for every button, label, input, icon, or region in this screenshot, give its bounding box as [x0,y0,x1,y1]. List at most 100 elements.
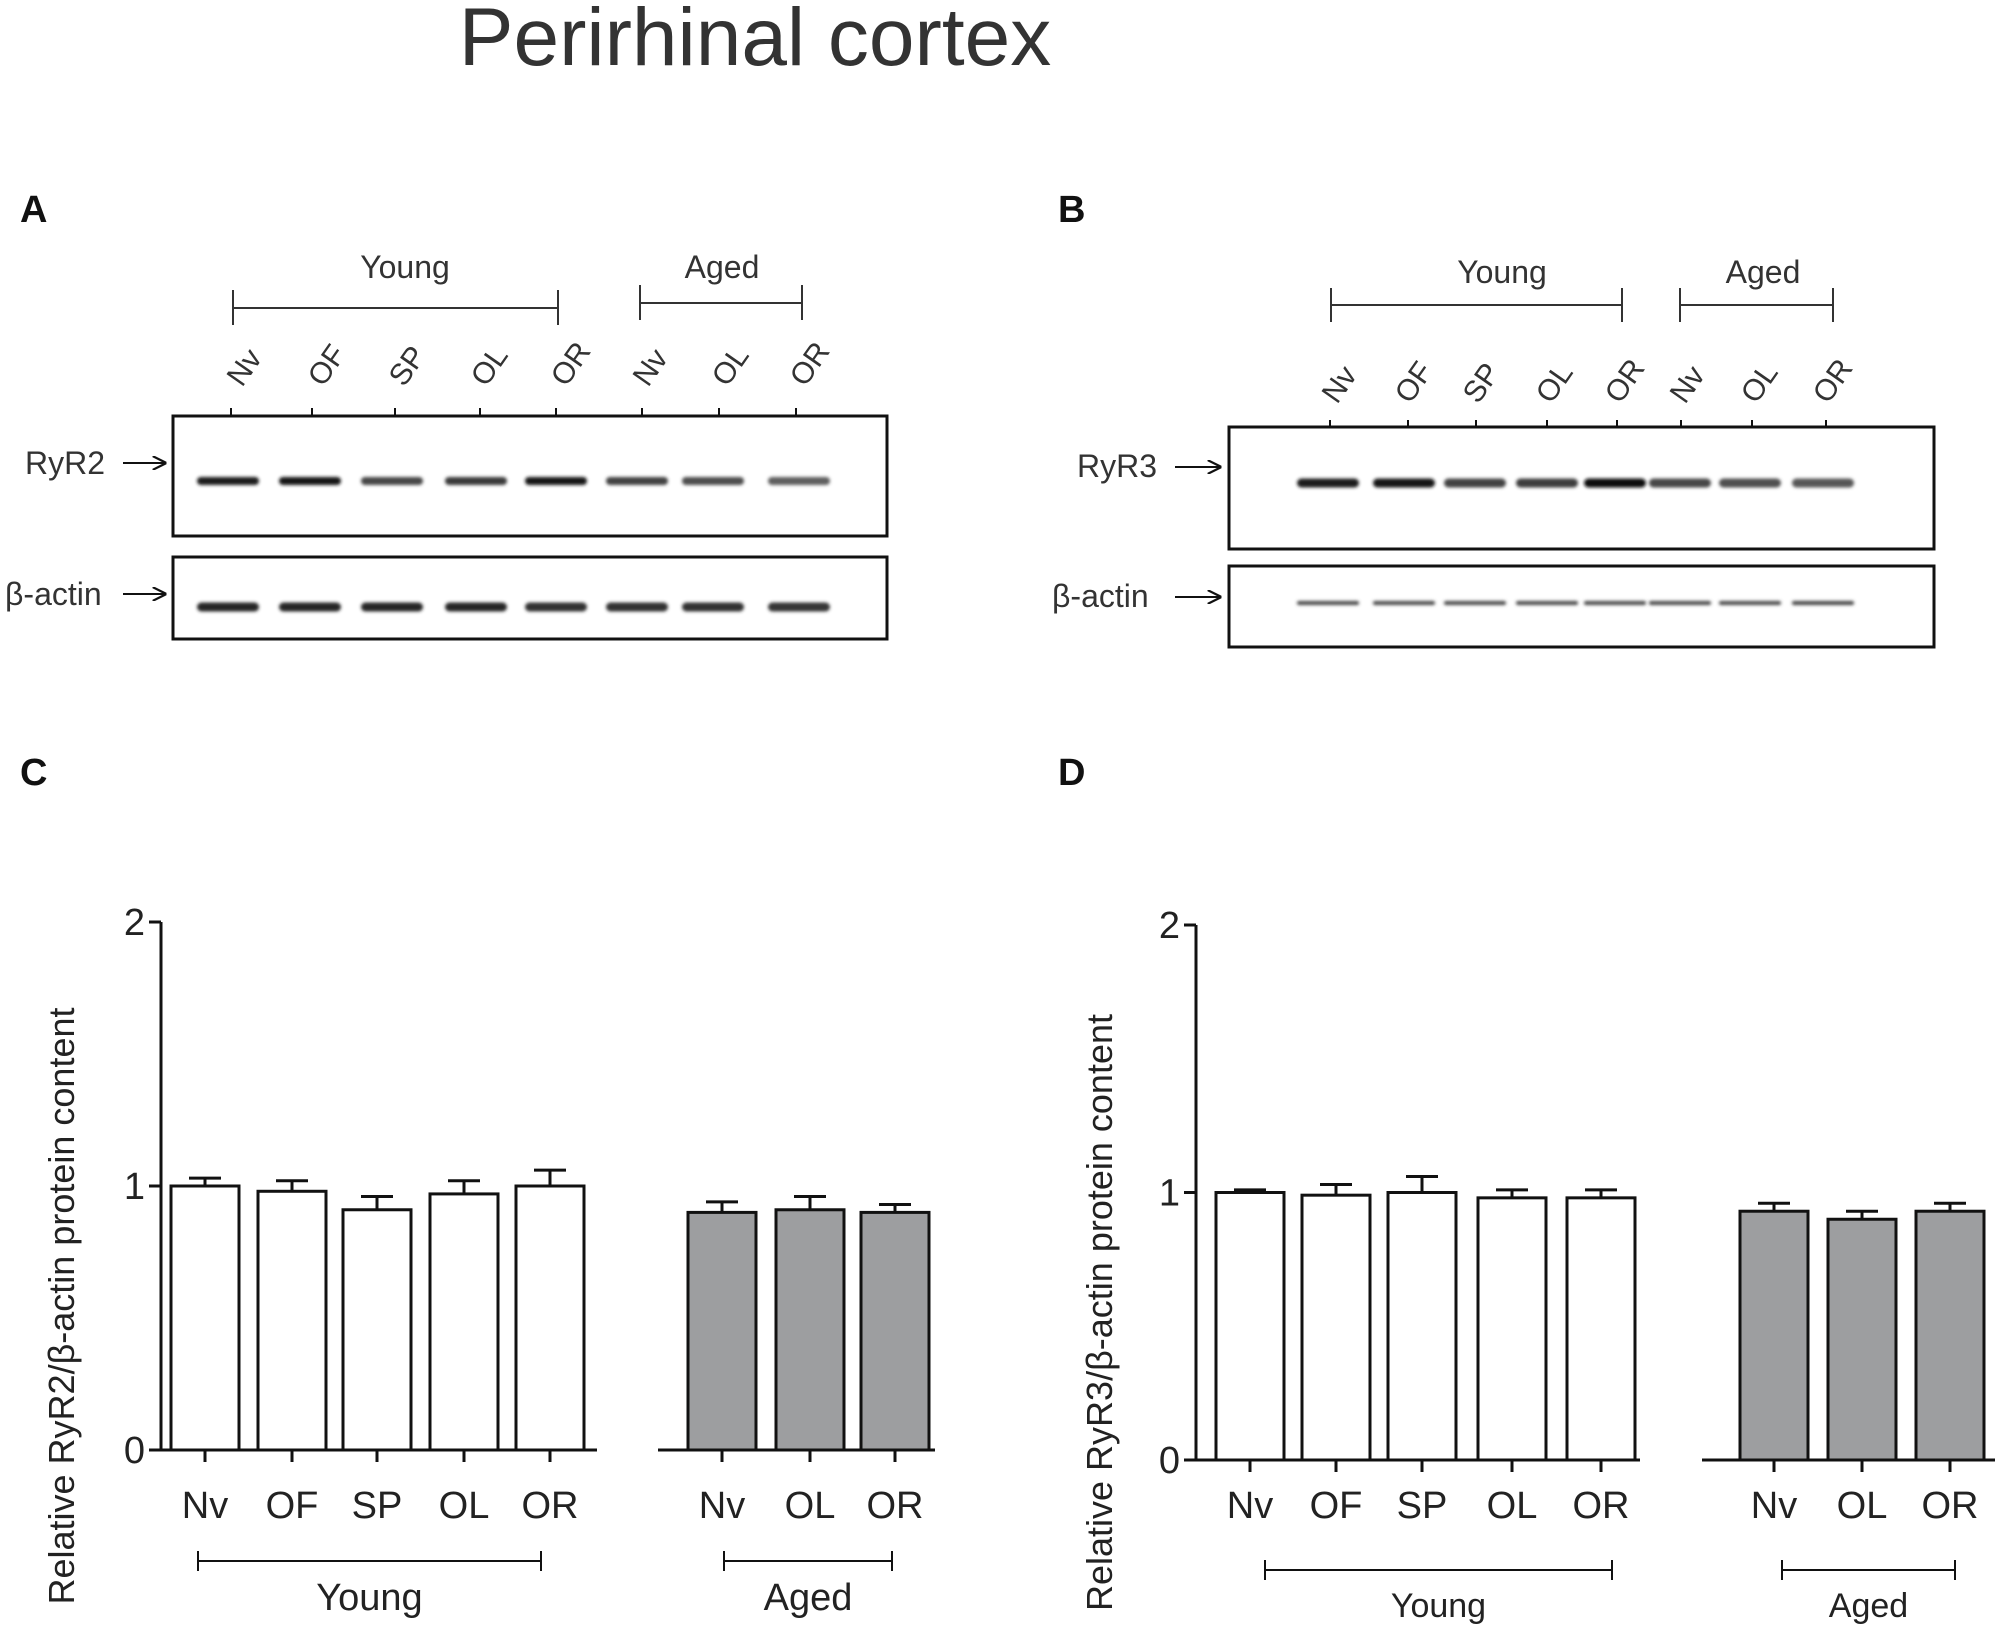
panel-letter-c: C [20,752,47,794]
blot-a-lane-label: Nv [221,343,269,392]
blot-b-target-bands [1297,478,1854,488]
blot-band [525,477,587,485]
blot-band [1297,601,1359,605]
blot-b-group-label-young: Young [1457,254,1547,290]
group-label: Young [1391,1587,1486,1625]
blot-band [1516,478,1578,488]
bar [514,1184,586,1452]
bar [341,1208,413,1452]
bar [1826,1217,1898,1462]
y-axis-label: Relative RyR3/β-actin protein content [1079,1014,1120,1611]
x-tick-label: OR [1922,1485,1979,1527]
y-tick-label: 0 [124,1430,145,1472]
bar [774,1208,846,1452]
x-tick-label: OR [867,1485,924,1527]
bar [256,1189,328,1452]
figure-title: Perirhinal cortex [459,0,1051,83]
blot-band [1297,478,1359,488]
y-tick-label: 1 [124,1166,145,1208]
blot-band [361,477,423,485]
blot-band [361,602,423,612]
x-tick-label: OL [785,1485,836,1527]
blot-a-lane-label: OL [465,340,515,392]
blot-a-group-label-young: Young [360,249,450,285]
y-tick-label: 2 [124,902,145,944]
panel-letter-d: D [1058,752,1085,794]
blot-band [1444,601,1506,605]
blot-a-lane-labels: Nv OF SP OL OR Nv OL OR [221,336,837,392]
blot-b-actin-bands [1297,601,1854,605]
y-tick-label: 1 [1159,1173,1180,1215]
blot-band [197,477,259,485]
x-tick-label: OR [1573,1485,1630,1527]
x-tick-label: Nv [699,1485,745,1527]
blot-b-lane-label: OR [1807,353,1860,409]
blot-band [768,477,830,485]
blot-a-lane-label: SP [383,340,433,392]
group-label: Aged [1829,1587,1908,1625]
blot-b-lane-label: Nv [1316,360,1364,409]
x-tick-label: OL [1487,1485,1538,1527]
blot-b-target-label: RyR3 [1077,448,1157,484]
blot-band [1373,478,1435,488]
x-tick-label: SP [1397,1485,1448,1527]
blot-b-lane-label: OF [1389,356,1440,409]
panel-letter-b: B [1058,189,1085,231]
blot-a-lane-label: Nv [627,343,675,392]
x-tick-label: OL [439,1485,490,1527]
bar [169,1184,241,1452]
blot-band [1649,478,1711,488]
group-label: Young [316,1577,422,1619]
bar [859,1210,931,1452]
blot-band [682,602,744,612]
blot-band [606,477,668,485]
bar [428,1192,500,1452]
blot-a-actin-membrane [171,555,889,641]
blot-band [606,602,668,612]
panel-letter-a: A [20,189,47,231]
blot-b-actin-label: β-actin [1052,578,1149,614]
blot-a-lane-label: OR [784,336,837,392]
blot-b-lane-label: SP [1457,357,1507,409]
bar [1914,1209,1986,1462]
x-tick-label: OF [266,1485,319,1527]
blot-a-actin-bands [197,602,830,612]
blot-band [279,477,341,485]
blot-a-target-label: RyR2 [25,445,105,481]
blot-a-group-label-aged: Aged [685,249,760,285]
blot-band [1444,478,1506,488]
y-tick-label: 2 [1159,905,1180,947]
blot-band [1792,478,1854,488]
x-tick-label: OF [1310,1485,1363,1527]
blot-b-lane-label: Nv [1664,360,1712,409]
blot-a-actin-label: β-actin [5,576,102,612]
bar [1565,1196,1637,1462]
blot-b-lane-labels: Nv OF SP OL OR Nv OL OR [1316,353,1860,409]
bar [1214,1191,1286,1462]
y-axis-label: Relative RyR2/β-actin protein content [41,1008,82,1605]
x-tick-label: Nv [1751,1485,1797,1527]
blot-band [197,602,259,612]
blot-b-group-label-aged: Aged [1726,254,1801,290]
blot-band [682,477,744,485]
bar [1476,1196,1548,1462]
x-tick-label: OL [1837,1485,1888,1527]
blot-band [768,602,830,612]
blot-a-target-bands [197,477,830,485]
blot-b-lane-label: OR [1599,353,1652,409]
blot-band [525,602,587,612]
bar [1738,1209,1810,1462]
x-tick-label: OR [522,1485,579,1527]
x-tick-label: Nv [1227,1485,1273,1527]
y-tick-label: 0 [1159,1440,1180,1482]
blot-panel-b: Young Aged Nv OF SP OL OR Nv OL OR [1052,254,1936,649]
blot-a-lane-label: OR [545,336,598,392]
blot-a-lane-label: OF [302,339,353,392]
blot-a-target-membrane [171,414,889,538]
blot-band [445,477,507,485]
blot-b-target-membrane [1227,425,1936,551]
blot-band [1719,601,1781,605]
x-tick-label: Nv [182,1485,228,1527]
